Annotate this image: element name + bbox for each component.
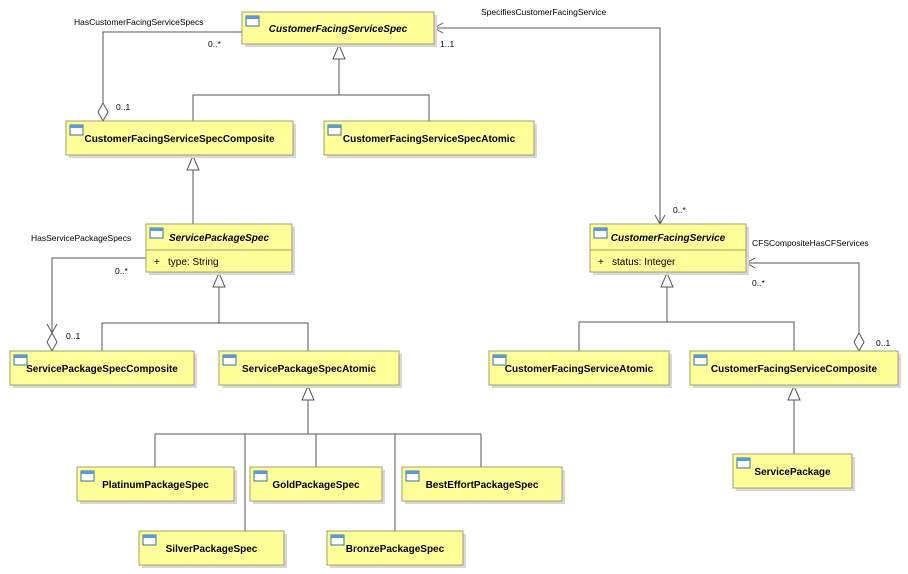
association-line [434, 27, 661, 224]
navigability-arrow [46, 323, 58, 335]
class-cfs-atomic: CustomerFacingServiceAtomic [488, 350, 672, 388]
class-box [138, 530, 285, 566]
attribute-visibility: + [598, 257, 604, 268]
association-line [102, 31, 242, 121]
class-cfs: CustomerFacingService + status: Integer [589, 223, 749, 275]
class-silver: SilverPackageSpec [138, 530, 287, 568]
mult-specifies-cfs-target: 1..1 [440, 39, 454, 49]
generalization-arrow [787, 384, 801, 401]
class-name: CustomerFacingServiceSpecComposite [84, 134, 274, 145]
association-line [51, 257, 146, 351]
class-icon [149, 227, 164, 239]
class-name: SilverPackageSpec [166, 544, 258, 555]
class-box [732, 453, 853, 489]
generalization-arrow [660, 271, 674, 288]
generalization-arrow [301, 384, 315, 401]
generalization-arrow [212, 271, 226, 288]
class-icon [693, 354, 708, 366]
class-gold: GoldPackageSpec [249, 466, 385, 504]
class-name: CustomerFacingServiceComposite [711, 364, 878, 375]
class-name: GoldPackageSpec [272, 480, 360, 491]
class-box [241, 11, 435, 45]
class-bronze: BronzePackageSpec [326, 530, 466, 568]
class-box [401, 466, 563, 502]
class-icon [13, 354, 28, 366]
class-boxes: CustomerFacingServiceSpecCustomerFacingS… [9, 11, 901, 568]
mult-has-sp-specs-source: 0..1 [66, 331, 80, 341]
class-icon [492, 354, 507, 366]
class-box [689, 350, 899, 386]
class-sp-spec-atomic: ServicePackageSpecAtomic [218, 350, 402, 388]
class-box [589, 223, 747, 273]
mult-has-sp-specs-target: 0..* [115, 266, 128, 276]
class-icon [245, 15, 260, 27]
class-box [9, 350, 195, 386]
assoc-name-has-cfs-specs: HasCustomerFacingServiceSpecs [74, 17, 203, 27]
mult-has-cfs-specs-source: 0..1 [116, 102, 130, 112]
mult-has-cfs-specs-target: 0..* [208, 39, 221, 49]
association-line [746, 262, 860, 351]
class-icon [330, 534, 345, 546]
generalization-line [154, 433, 482, 467]
generalization-line [192, 94, 430, 121]
class-name: BestEffortPackageSpec [426, 480, 539, 491]
class-name: ServicePackage [754, 467, 831, 478]
class-sp-spec-composite: ServicePackageSpecComposite [9, 350, 197, 388]
class-icon [80, 470, 95, 482]
class-name: ServicePackageSpecComposite [26, 364, 178, 375]
aggregation-diamond [97, 101, 109, 123]
generalization-arrow [186, 154, 200, 171]
class-besteffort: BestEffortPackageSpec [401, 466, 565, 504]
attribute: type: String [168, 257, 219, 268]
class-icon [253, 470, 268, 482]
class-name: ServicePackageSpec [169, 233, 270, 244]
class-icon [222, 354, 237, 366]
mult-specifies-cfs-source: 0..* [673, 205, 686, 215]
class-name: CustomerFacingServiceSpec [269, 24, 408, 35]
class-service-package: ServicePackage [732, 453, 855, 491]
class-name: ServicePackageSpecAtomic [242, 364, 376, 375]
class-name: CustomerFacingServiceAtomic [505, 364, 654, 375]
attribute-visibility: + [154, 257, 160, 268]
class-name: CustomerFacingService [611, 233, 726, 244]
class-box [76, 466, 235, 502]
class-icon [405, 470, 420, 482]
class-icon [69, 124, 84, 136]
class-cfs-spec-composite: CustomerFacingServiceSpecComposite [65, 120, 296, 158]
class-box [326, 530, 464, 566]
class-cfs-composite: CustomerFacingServiceComposite [689, 350, 901, 388]
class-icon [736, 457, 751, 469]
class-icon [142, 534, 157, 546]
assoc-name-has-sp-specs: HasServicePackageSpecs [31, 233, 131, 243]
class-box [218, 350, 400, 386]
class-box [323, 120, 535, 156]
relationship-labels: HasCustomerFacingServiceSpecs 0..* 0..1 … [31, 7, 890, 348]
assoc-name-specifies-cfs: SpecifiesCustomerFacingService [481, 7, 606, 17]
assoc-name-cfs-composite-has: CFSCompositeHasCFServices [752, 238, 869, 248]
class-service-package-spec: ServicePackageSpec + type: String [145, 223, 295, 275]
class-cfs-spec-atomic: CustomerFacingServiceSpecAtomic [323, 120, 537, 158]
generalization-line [578, 321, 795, 351]
class-cfs-spec: CustomerFacingServiceSpec [241, 11, 437, 47]
class-box [249, 466, 383, 502]
mult-cfs-composite-has-target: 0..* [752, 278, 765, 288]
class-name: BronzePackageSpec [346, 544, 445, 555]
relationship-lines [46, 22, 865, 531]
class-icon [327, 124, 342, 136]
generalization-arrow [332, 43, 346, 60]
class-box [145, 223, 293, 273]
class-icon [593, 227, 608, 239]
attribute: status: Integer [612, 257, 676, 268]
class-box [488, 350, 670, 386]
class-platinum: PlatinumPackageSpec [76, 466, 237, 504]
generalization-line [101, 322, 309, 351]
aggregation-diamond [46, 331, 58, 353]
mult-cfs-composite-has-source: 0..1 [876, 338, 890, 348]
class-name: PlatinumPackageSpec [102, 480, 209, 491]
class-box [65, 120, 294, 156]
aggregation-diamond [853, 331, 865, 353]
class-name: CustomerFacingServiceSpecAtomic [343, 134, 516, 145]
